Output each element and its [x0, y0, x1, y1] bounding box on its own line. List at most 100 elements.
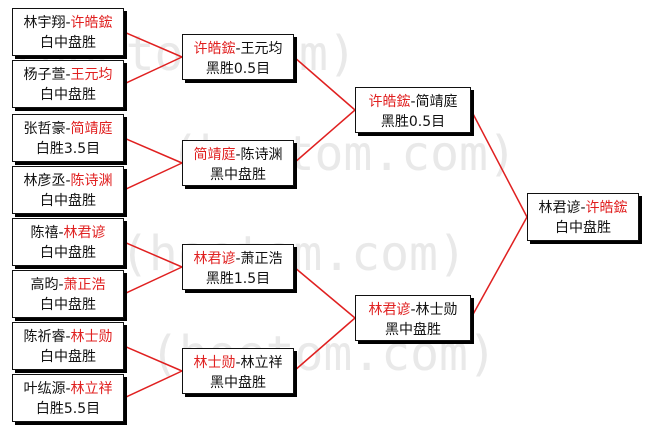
- match-box-round1: 陈禧-林君谚白中盘胜: [12, 218, 124, 266]
- match-result: 黑胜1.5目: [205, 271, 271, 287]
- player-separator: -: [65, 173, 71, 189]
- bracket-connector: [470, 216, 528, 319]
- match-players: 林君谚-萧正浩: [183, 249, 293, 269]
- match-players: 简靖庭-陈诗渊: [183, 145, 293, 165]
- player-name: 简靖庭: [415, 94, 458, 110]
- match-players: 张哲豪-简靖庭: [13, 119, 123, 139]
- player-separator: -: [65, 67, 71, 83]
- player-separator: -: [235, 355, 241, 371]
- match-players: 杨子萱-王元均: [13, 65, 123, 85]
- match-box-round2: 许皓鋐-王元均黑胜0.5目: [182, 34, 294, 80]
- match-box-round1: 高昀-萧正浩白中盘胜: [12, 270, 124, 318]
- match-result: 白中盘胜: [40, 87, 96, 103]
- player-separator: -: [235, 251, 241, 267]
- bracket-connector: [123, 345, 183, 372]
- player-name: 林君谚: [193, 251, 236, 267]
- player-name: 林彦丞: [23, 173, 66, 189]
- match-result: 白中盘胜: [555, 220, 611, 236]
- match-players: 陈祈睿-林士勋: [13, 327, 123, 347]
- match-result: 黑胜0.5目: [205, 61, 271, 77]
- player-name: 高昀: [30, 277, 59, 293]
- match-box-round1: 叶纮源-林立祥白胜5.5目: [12, 374, 124, 422]
- player-name: 许皓鋐: [193, 41, 236, 57]
- match-result: 白中盘胜: [40, 297, 96, 313]
- player-separator: -: [410, 94, 416, 110]
- player-separator: -: [235, 147, 241, 163]
- player-name: 王元均: [240, 41, 283, 57]
- player-name: 许皓鋐: [368, 94, 411, 110]
- player-name: 许皓鋐: [585, 200, 628, 216]
- bracket-connector: [123, 266, 183, 295]
- player-name: 林士勋: [415, 302, 458, 318]
- player-name: 叶纮源: [23, 381, 66, 397]
- match-result: 黑中盘胜: [385, 322, 441, 338]
- bracket-connector: [293, 56, 356, 111]
- match-box-final: 林君谚-许皓鋐白中盘胜: [527, 193, 639, 241]
- bracket-connector: [123, 56, 183, 85]
- player-name: 陈禧: [30, 225, 59, 241]
- match-box-round1: 杨子萱-王元均白中盘胜: [12, 60, 124, 108]
- match-box-round3: 许皓鋐-简靖庭黑胜0.5目: [355, 87, 471, 133]
- player-name: 林士勋: [193, 355, 236, 371]
- match-players: 林君谚-林士勋: [356, 300, 470, 320]
- player-name: 简靖庭: [70, 121, 113, 137]
- match-box-round2: 简靖庭-陈诗渊黑中盘胜: [182, 140, 294, 186]
- player-separator: -: [65, 121, 71, 137]
- player-name: 简靖庭: [193, 147, 236, 163]
- match-players: 林君谚-许皓鋐: [528, 198, 638, 218]
- match-players: 叶纮源-林立祥: [13, 379, 123, 399]
- player-separator: -: [65, 15, 71, 31]
- match-box-round2: 林君谚-萧正浩黑胜1.5目: [182, 244, 294, 290]
- player-name: 许皓鋐: [70, 15, 113, 31]
- player-name: 林士勋: [70, 329, 113, 345]
- player-name: 林立祥: [70, 381, 113, 397]
- player-name: 林立祥: [240, 355, 283, 371]
- match-box-round1: 林宇翔-许皓鋐白中盘胜: [12, 8, 124, 56]
- match-players: 高昀-萧正浩: [13, 275, 123, 295]
- match-box-round3: 林君谚-林士勋黑中盘胜: [355, 295, 471, 341]
- player-separator: -: [65, 329, 71, 345]
- player-name: 林君谚: [538, 200, 581, 216]
- player-name: 林君谚: [368, 302, 411, 318]
- match-players: 林士勋-林立祥: [183, 353, 293, 373]
- player-name: 王元均: [70, 67, 113, 83]
- match-box-round1: 张哲豪-简靖庭白胜3.5目: [12, 114, 124, 162]
- match-result: 黑胜0.5目: [380, 114, 446, 130]
- bracket-connector: [293, 266, 356, 319]
- match-players: 许皓鋐-简靖庭: [356, 92, 470, 112]
- match-result: 白中盘胜: [40, 245, 96, 261]
- match-box-round2: 林士勋-林立祥黑中盘胜: [182, 348, 294, 394]
- player-name: 张哲豪: [23, 121, 66, 137]
- match-result: 黑中盘胜: [210, 167, 266, 183]
- match-players: 林宇翔-许皓鋐: [13, 13, 123, 33]
- bracket-connector: [470, 109, 528, 218]
- match-players: 许皓鋐-王元均: [183, 39, 293, 59]
- bracket-connector: [123, 31, 183, 58]
- player-separator: -: [58, 225, 64, 241]
- player-separator: -: [410, 302, 416, 318]
- match-result: 白中盘胜: [40, 35, 96, 51]
- player-name: 林君谚: [63, 225, 106, 241]
- match-result: 白中盘胜: [40, 349, 96, 365]
- player-separator: -: [65, 381, 71, 397]
- player-separator: -: [580, 200, 586, 216]
- player-name: 林宇翔: [23, 15, 66, 31]
- bracket-connector: [123, 241, 183, 268]
- player-name: 陈祈睿: [23, 329, 66, 345]
- player-separator: -: [235, 41, 241, 57]
- bracket-connector: [123, 370, 183, 399]
- bracket-connector: [123, 162, 183, 191]
- bracket-connector: [123, 137, 183, 164]
- match-result: 黑中盘胜: [210, 375, 266, 391]
- match-box-round1: 陈祈睿-林士勋白中盘胜: [12, 322, 124, 370]
- bracket-connector: [293, 317, 356, 372]
- match-result: 白中盘胜: [40, 193, 96, 209]
- player-name: 萧正浩: [240, 251, 283, 267]
- match-result: 白胜5.5目: [35, 401, 101, 417]
- bracket-connector: [293, 109, 356, 164]
- match-players: 林彦丞-陈诗渊: [13, 171, 123, 191]
- player-name: 陈诗渊: [70, 173, 113, 189]
- match-result: 白胜3.5目: [35, 141, 101, 157]
- player-separator: -: [58, 277, 64, 293]
